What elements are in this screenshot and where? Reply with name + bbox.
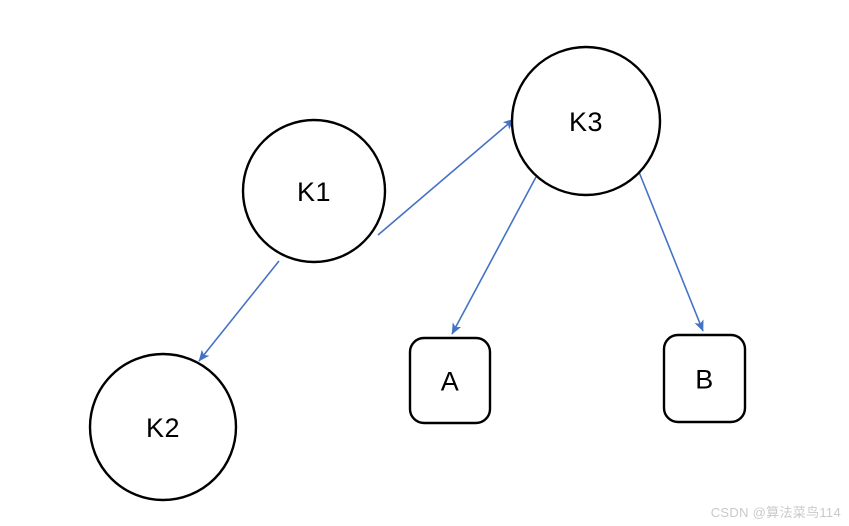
edge-arrow-k3-to-b[interactable] [638, 171, 704, 332]
node-label-k2: K2 [146, 413, 180, 443]
edges-layer [198, 118, 704, 362]
node-circle-k1[interactable] [241, 118, 387, 264]
node-b[interactable]: B [662, 333, 747, 424]
edge-arrow-k1-to-k2[interactable] [198, 260, 280, 362]
node-a[interactable]: A [408, 336, 492, 425]
watermark-label: CSDN @算法菜鸟114 [710, 505, 841, 520]
node-label-k3: K3 [569, 107, 603, 137]
node-k1[interactable]: K1 [241, 118, 387, 264]
node-label-a: A [441, 367, 460, 397]
node-circle-k2[interactable] [88, 352, 238, 502]
edge-arrow-k1-to-k3[interactable] [377, 118, 515, 236]
node-circle-k3[interactable] [510, 45, 662, 197]
node-box-a[interactable] [408, 336, 492, 425]
edge-arrow-k3-to-a[interactable] [451, 176, 537, 335]
node-label-k1: K1 [297, 177, 331, 207]
node-k2[interactable]: K2 [88, 352, 238, 502]
node-box-b[interactable] [662, 333, 747, 424]
node-k3[interactable]: K3 [510, 45, 662, 197]
node-label-b: B [695, 365, 714, 395]
